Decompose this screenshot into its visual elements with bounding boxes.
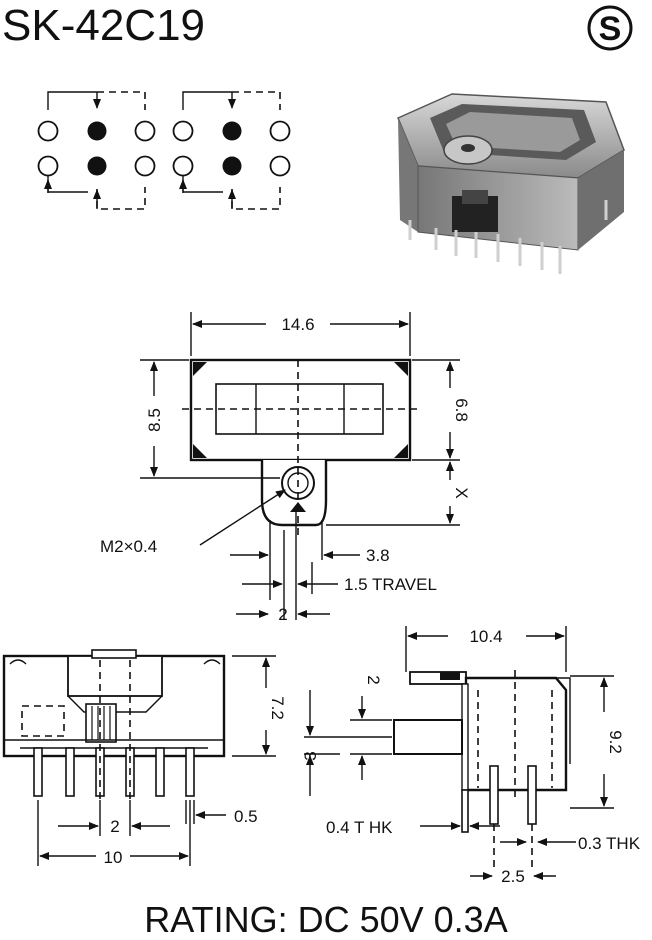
rating-label: RATING: DC 50V 0.3A: [144, 899, 507, 940]
brand-logo-icon: S: [587, 5, 633, 51]
product-title: SK-42C19: [2, 1, 205, 50]
side-height-label: 9.2: [606, 730, 625, 754]
dim-38-label: 3.8: [366, 546, 390, 565]
front-view: 7.2 2 10 0.5: [2, 649, 287, 867]
logo-letter: S: [599, 10, 622, 48]
front-pitch-label: 2: [110, 817, 119, 836]
side-dim-3-label: 3: [301, 751, 320, 760]
top-pitch-label: 2: [278, 605, 287, 624]
side-width-label: 10.4: [469, 627, 502, 646]
dim-width-label: 14.6: [281, 315, 314, 334]
side-thk-04-label: 0.4 T HK: [326, 818, 393, 837]
dim-x-label: X: [452, 487, 471, 498]
front-pin-width-label: 0.5: [234, 807, 258, 826]
dim-height-total-label: 8.5: [145, 408, 164, 432]
circuit-schematic: [37, 91, 291, 210]
product-photo: [397, 93, 625, 274]
top-view: 14.6 8.5 6.8 X: [100, 312, 471, 624]
thread-label: M2×0.4: [100, 537, 157, 556]
side-thk-03-label: 0.3 THK: [578, 834, 641, 853]
side-view: 10.4 9.2 2: [301, 626, 641, 886]
side-dim-2-label: 2: [364, 675, 383, 684]
front-height-label: 7.2: [268, 696, 287, 720]
travel-label: 1.5 TRAVEL: [344, 575, 437, 594]
side-pitch-label: 2.5: [501, 867, 525, 886]
dim-height-body-label: 6.8: [452, 398, 471, 422]
front-span-label: 10: [104, 848, 123, 867]
